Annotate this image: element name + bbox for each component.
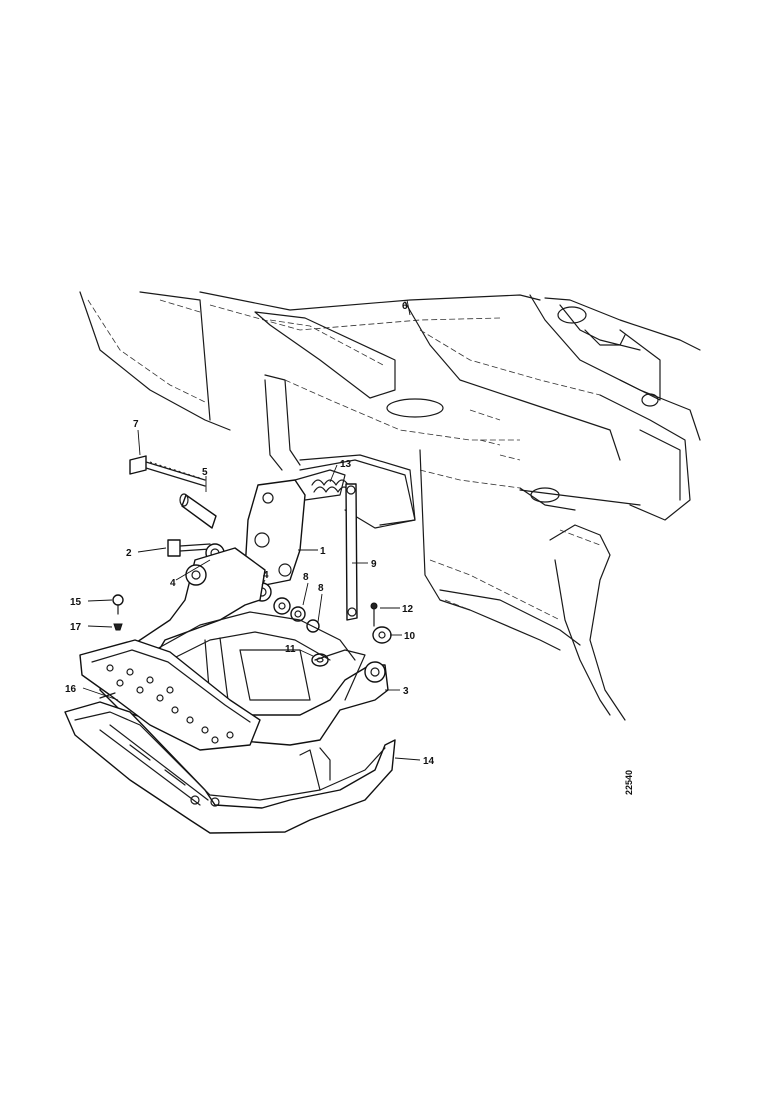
base-tray-14 <box>64 692 396 834</box>
link-rod-8 <box>345 483 358 621</box>
drawing-reference-number: 22540 <box>624 770 634 795</box>
callout-2: 2 <box>126 548 132 559</box>
callout-4a: 4 <box>170 578 176 589</box>
callout-9: 8 <box>303 572 309 583</box>
spring-13 <box>311 479 351 493</box>
sleeve-5 <box>179 493 217 529</box>
callout-12: 12 <box>402 604 414 615</box>
callout-1: 1 <box>320 546 326 557</box>
callout-4b: 4 <box>263 570 269 581</box>
callout-8b: 9 <box>371 559 377 570</box>
vehicle-body-floor <box>79 291 701 721</box>
callout-15: 15 <box>70 597 82 608</box>
bushing-10 <box>372 626 392 644</box>
clip-17 <box>113 623 123 631</box>
callout-5: 5 <box>202 467 208 478</box>
pin-12 <box>370 602 378 627</box>
callout-7: 8 <box>318 583 324 594</box>
callout-3: 3 <box>403 686 409 697</box>
callout-17: 17 <box>70 622 82 633</box>
callout-13: 13 <box>340 459 352 470</box>
screw-2 <box>167 539 211 557</box>
callout-labels: 7 5 2 4 1 13 6 4 8 8 9 12 10 11 3 14 15 … <box>65 301 435 767</box>
callout-6: 6 <box>402 301 408 312</box>
callout-16: 16 <box>65 684 77 695</box>
seat-mounting-bracket <box>244 459 416 586</box>
seat-swing-frame-3 <box>99 547 389 746</box>
callout-14: 14 <box>423 756 435 767</box>
bolt-8 <box>129 455 206 487</box>
callout-8a: 7 <box>133 419 139 430</box>
callout-11: 11 <box>285 644 296 655</box>
seat-pan-16 <box>79 639 261 751</box>
screw-15 <box>112 594 124 615</box>
callout-10: 10 <box>404 631 416 642</box>
leader-lines <box>82 299 421 761</box>
seat-pan-holes <box>106 664 234 744</box>
